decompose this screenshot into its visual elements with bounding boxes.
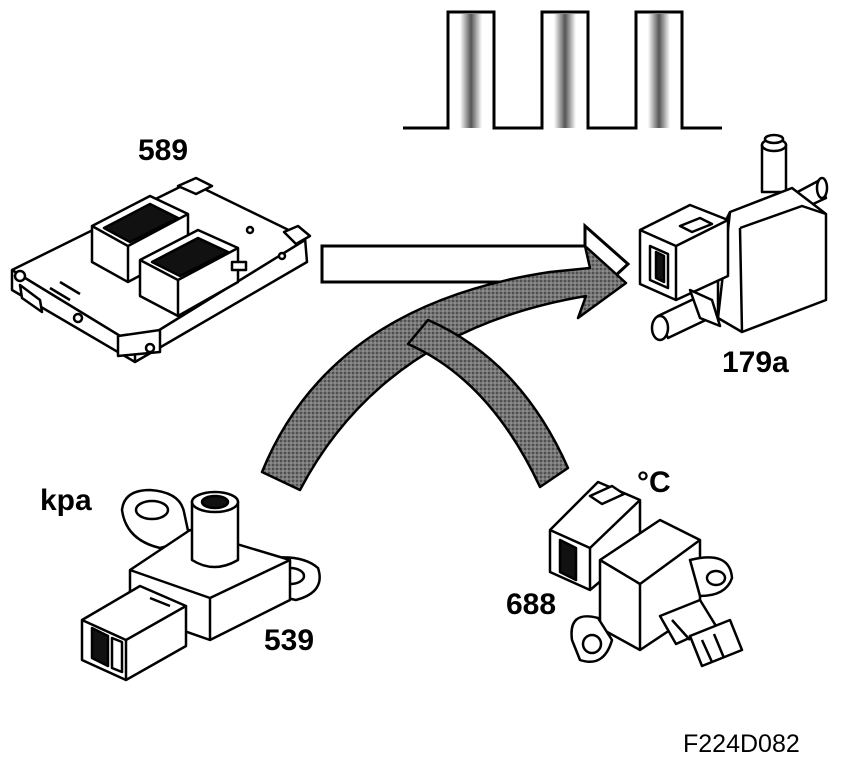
- label-valve: 179a: [722, 346, 789, 379]
- pulse-signal: [403, 10, 722, 130]
- label-pressure-unit: kpa: [40, 484, 92, 517]
- figure-id: F224D082: [683, 730, 800, 758]
- input-arc-arrow: [260, 244, 628, 492]
- valve-179a: [638, 133, 829, 342]
- temperature-sensor-688: [548, 480, 744, 668]
- pressure-sensor-539: [80, 488, 321, 682]
- pulse-shading: [554, 14, 576, 128]
- pulse-shading: [460, 14, 482, 128]
- label-temperature-sensor: 688: [506, 588, 556, 621]
- label-control-module: 589: [138, 134, 188, 167]
- control-module-589: [10, 176, 312, 364]
- label-pressure-sensor: 539: [264, 624, 314, 657]
- label-temperature-unit: °C: [637, 466, 671, 499]
- pulse-shading: [648, 14, 670, 128]
